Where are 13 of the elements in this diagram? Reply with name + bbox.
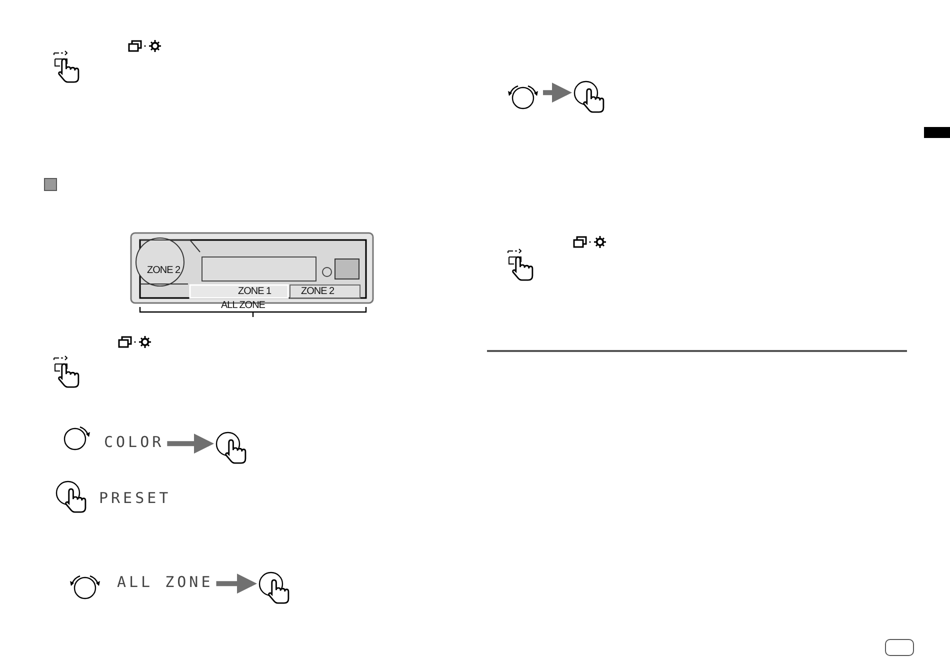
zone-label: ZONE 1	[238, 286, 272, 297]
knob-press-icon	[573, 80, 607, 116]
arrow	[167, 434, 214, 454]
display-text: PRESET	[99, 489, 172, 507]
knob-press-icon	[258, 571, 292, 607]
arrow	[216, 574, 257, 594]
zone-label: ZONE 2	[147, 265, 180, 276]
display-text: COLOR	[104, 433, 164, 451]
zone-label: ZONE 2	[301, 286, 334, 297]
arrow	[543, 82, 572, 103]
knob-press-icon	[215, 431, 249, 467]
zone-label: ALL ZONE	[221, 300, 265, 311]
display-text: ALL ZONE	[117, 573, 214, 591]
